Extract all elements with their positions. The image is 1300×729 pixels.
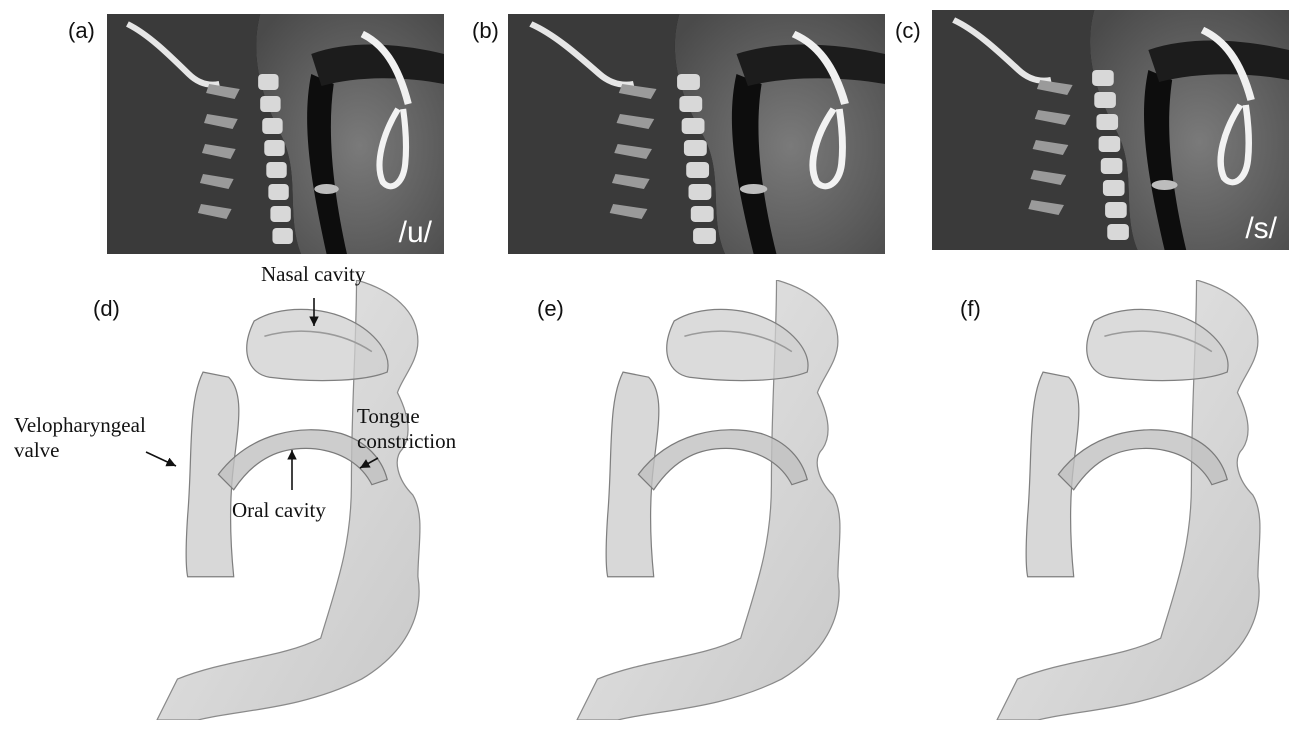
velopharyngeal-label-line1: Velopharyngeal: [14, 413, 146, 437]
tongue-label-line2: constriction: [357, 429, 456, 453]
velopharyngeal-arrow: [146, 452, 176, 466]
oral-cavity-label: Oral cavity: [232, 498, 326, 522]
tongue-constriction-arrow: [360, 458, 378, 468]
tongue-label-line1: Tongue: [357, 404, 420, 428]
nasal-cavity-label: Nasal cavity: [261, 262, 365, 286]
velopharyngeal-label-line2: valve: [14, 438, 59, 462]
